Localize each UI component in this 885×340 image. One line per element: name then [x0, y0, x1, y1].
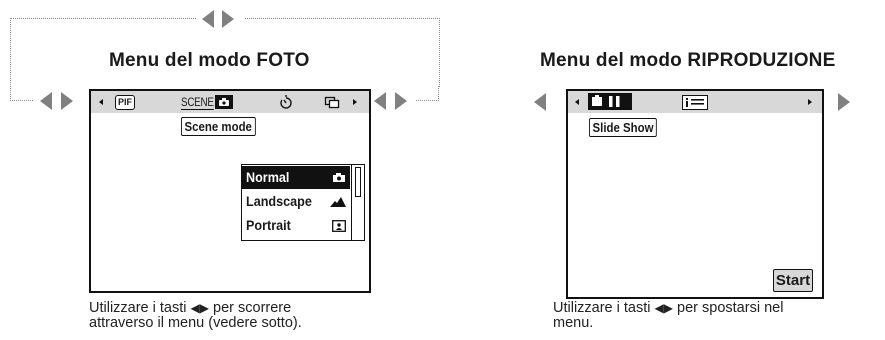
caption-foto: Utilizzare i tasti ◀▶ per scorrere attra…	[89, 301, 302, 331]
tab-self-timer[interactable]	[278, 94, 294, 110]
mountain-icon	[330, 197, 346, 207]
start-button[interactable]: Start	[773, 269, 813, 292]
option-portrait[interactable]: Portrait	[242, 214, 350, 237]
page-title-foto: Menu del modo FOTO	[109, 50, 310, 71]
caption-riproduzione-line2: menu.	[553, 315, 594, 331]
lcd-screen-riproduzione: Slide Show Start	[566, 89, 824, 299]
continuous-shooting-icon	[324, 96, 340, 109]
arrows-icon: ◀▶	[654, 301, 673, 315]
caption-riproduzione-line1: Utilizzare i tasti ◀▶ per spostarsi nel	[553, 300, 784, 316]
self-timer-icon	[280, 95, 292, 109]
tab-info-list[interactable]	[682, 95, 708, 110]
option-normal[interactable]: Normal	[242, 166, 350, 189]
option-scrollbar[interactable]	[351, 165, 364, 240]
left-arrow-icon	[534, 93, 546, 111]
right-arrow-icon	[838, 93, 850, 111]
caption-foto-line2: attraverso il menu (vedere sotto).	[89, 315, 302, 331]
menu-tab-bar	[568, 91, 822, 113]
slide-show-label: Slide Show	[589, 118, 658, 137]
left-arrow-icon	[202, 10, 214, 28]
portrait-icon	[332, 220, 346, 232]
arrows-icon: ◀▶	[190, 301, 209, 315]
menu-tab-bar: PIF SCENE	[91, 91, 369, 113]
loop-connector-right	[416, 86, 439, 101]
scene-mode-label: Scene mode	[181, 117, 256, 136]
right-arrow-icon	[222, 10, 234, 28]
nav-arrows-right	[366, 91, 416, 111]
right-arrow-icon	[61, 92, 73, 110]
scene-option-list: Normal Landscape Portrait	[241, 164, 365, 241]
caption-foto-line1: Utilizzare i tasti ◀▶ per scorrere	[89, 300, 292, 316]
tab-pif[interactable]: PIF	[115, 95, 136, 110]
tab-continuous[interactable]	[324, 95, 340, 109]
page-title-riproduzione: Menu del modo RIPRODUZIONE	[540, 50, 836, 71]
left-arrow-icon	[374, 92, 386, 110]
pif-icon: PIF	[118, 97, 133, 107]
tab-scene[interactable]: SCENE	[181, 94, 233, 110]
nav-arrows-left	[32, 91, 82, 111]
tab-scene-label: SCENE	[181, 94, 214, 110]
tab-right-icon[interactable]	[808, 99, 812, 105]
tab-all-images[interactable]	[588, 93, 632, 110]
left-arrow-icon	[40, 92, 52, 110]
option-landscape[interactable]: Landscape	[242, 190, 350, 213]
camera-icon	[333, 173, 345, 182]
tab-left-icon[interactable]	[575, 99, 579, 105]
all-images-icon	[592, 95, 620, 107]
tab-right-icon[interactable]	[353, 99, 357, 105]
info-list-icon	[686, 98, 704, 107]
loop-arrows-top	[196, 9, 244, 29]
scene-camera-icon	[214, 95, 233, 109]
scrollbar-thumb[interactable]	[355, 167, 361, 197]
lcd-screen-foto: PIF SCENE Scene mode	[89, 89, 371, 293]
right-arrow-icon	[395, 92, 407, 110]
tab-left-icon[interactable]	[99, 99, 103, 105]
loop-connector-left	[10, 86, 33, 101]
caption-riproduzione: Utilizzare i tasti ◀▶ per spostarsi nel …	[553, 301, 783, 331]
